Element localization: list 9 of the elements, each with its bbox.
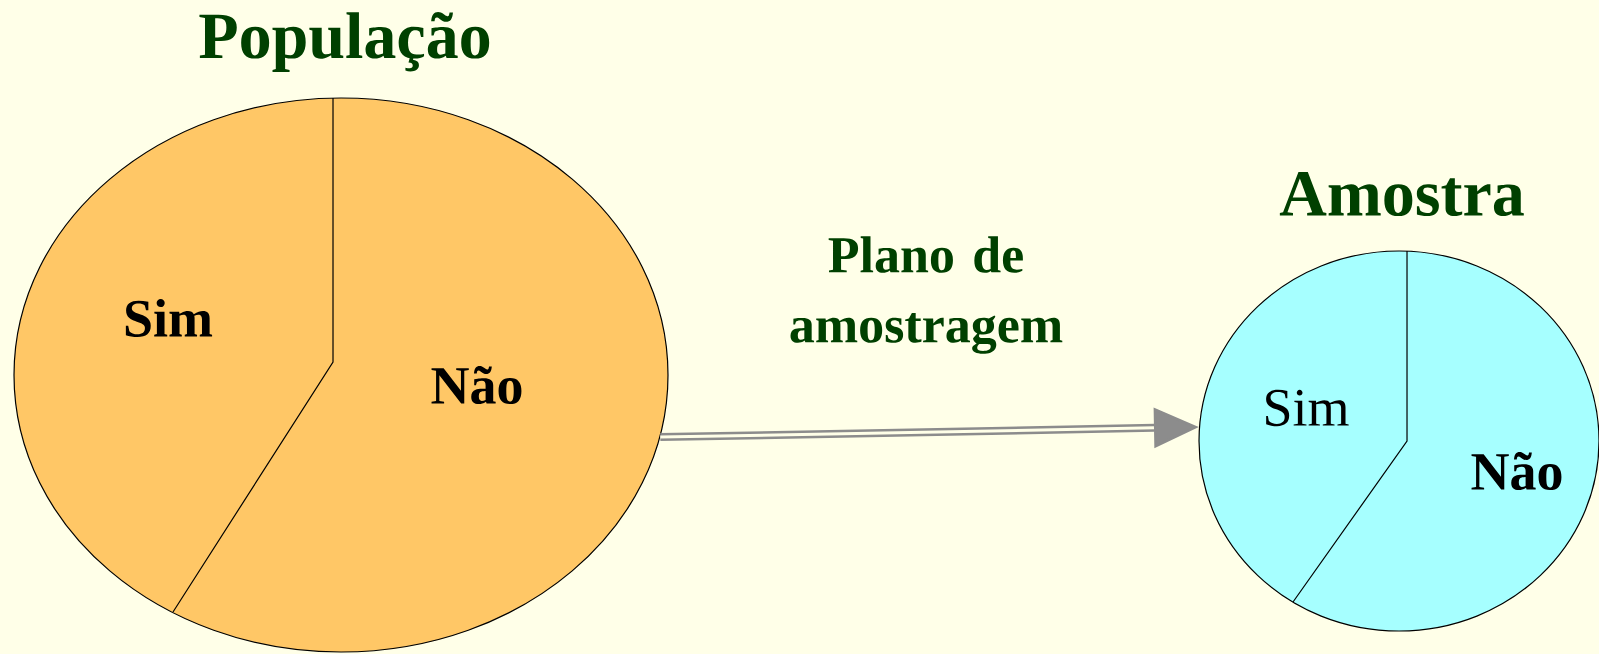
- edge-label: Plano de amostragem: [790, 236, 1063, 354]
- heading: População: [199, 12, 490, 72]
- slice-label: Sim: [1266, 389, 1349, 427]
- pie-ellipse: [13, 97, 669, 653]
- slice-label: Sim: [125, 299, 213, 337]
- slice-label: Não: [1471, 451, 1562, 491]
- pie-ellipse: [1198, 250, 1599, 632]
- heading: Amostra: [1279, 171, 1524, 217]
- slice-label: Não: [431, 365, 522, 405]
